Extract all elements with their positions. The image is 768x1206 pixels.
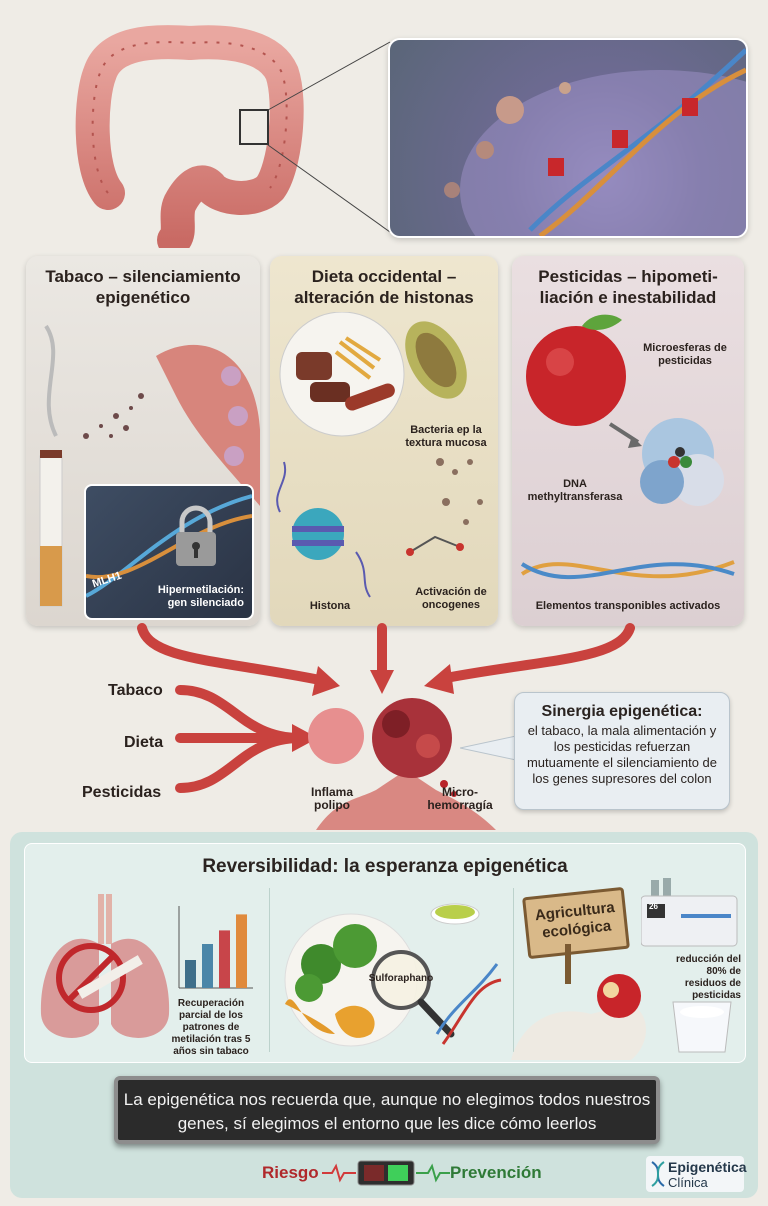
histone-icon: [276, 461, 371, 598]
panel-dieta: Dieta occidental – alteración de histona…: [270, 256, 498, 626]
recovery-bar: [219, 930, 230, 988]
polyp-label: Inflama polipo: [310, 785, 353, 812]
device-tag: 26: [649, 902, 658, 911]
zoom-connector: [267, 41, 391, 233]
bacteria-icon: [405, 321, 467, 399]
residue-caption: reducción del 80% de residuos de pestici…: [675, 954, 741, 1001]
panel-pesticidas: Pesticidas – hipometi- liación e inestab…: [512, 256, 744, 626]
recovery-bar: [185, 960, 196, 988]
padlock-icon: [176, 505, 216, 566]
panel-pesticidas-title: Pesticidas – hipometi- liación e inestab…: [538, 267, 718, 307]
panel-tabaco: Tabaco – silenciamiento epigenético MLH1…: [26, 256, 260, 626]
microspheres-label: Microesferas de pesticidas: [643, 342, 727, 367]
no-smoking-icon: [56, 943, 143, 1013]
divider-right: [513, 888, 514, 1052]
oncogene-label: Activación de oncogenes: [415, 586, 487, 611]
reversibility-panel: Reversibilidad: la esperanza epigenética…: [24, 843, 746, 1063]
convergence-arrows: [137, 623, 635, 793]
magnifier-icon: [371, 950, 455, 1038]
closing-quote: La epigenética nos recuerda que, aunque …: [114, 1076, 660, 1144]
prevention-label: Prevención: [450, 1163, 542, 1182]
dna-logo-icon: [651, 1161, 665, 1187]
tumor-illustration: [308, 698, 496, 830]
input-label-tabaco: Tabaco: [108, 682, 163, 699]
lungs-caption: Recuperación parcial de los patrones de …: [171, 998, 251, 1057]
water-glass-icon: [672, 1001, 732, 1053]
broccoli-plate-icon: [284, 903, 502, 1047]
dnmt-enzyme-icon: [640, 418, 724, 506]
sign-label: Agricultura ecológica: [534, 898, 616, 942]
input-label-dieta: Dieta: [124, 734, 164, 751]
hemorrhage-label: Micro- hemorragía: [427, 785, 493, 812]
risk-label: Riesgo: [262, 1163, 319, 1182]
dna-helix-icon: [444, 48, 746, 236]
cell-zoom-view: [388, 38, 748, 238]
reversibility-title: Reversibilidad: la esperanza epigenética: [202, 856, 568, 877]
methylation-caption: Hipermetilación: gen silenciado: [157, 584, 244, 609]
recovery-bar-chart: [178, 906, 253, 989]
recovery-bar: [202, 944, 213, 988]
synergy-box: Sinergia epigenética: el tabaco, la mala…: [514, 692, 730, 810]
gloved-hand-apple-icon: [511, 944, 646, 1060]
histone-label: Histona: [309, 600, 351, 612]
brand-line1: Epigenética: [668, 1159, 747, 1175]
divider-left: [269, 888, 270, 1052]
risk-prevention-toggle[interactable]: [322, 1158, 450, 1188]
synergy-body: el tabaco, la mala alimentación y los pe…: [526, 723, 718, 786]
lungs-icon: [40, 894, 170, 1038]
synergy-pointer: [460, 735, 517, 761]
apple-icon: [520, 314, 735, 580]
panel-tabaco-title: Tabaco – silenciamiento epigenético: [45, 267, 241, 307]
green-tea-icon: [430, 903, 480, 925]
dnmt-label: DNA methyltransferasa: [527, 478, 623, 503]
synergy-title: Sinergia epigenética:: [541, 703, 703, 720]
transposon-label: Elementos transponibles activados: [535, 600, 721, 612]
panel-dieta-title: Dieta occidental – alteración de histona…: [294, 267, 474, 307]
sulforaphane-label: Sulforaphano: [368, 973, 434, 984]
input-label-pesticidas: Pesticidas: [82, 784, 162, 801]
food-plate-icon: [276, 312, 483, 598]
lab-analyzer-icon: [641, 878, 738, 947]
colon-illustration: [75, 25, 304, 248]
brand-logo: Epigenética Clínica: [646, 1156, 747, 1192]
recovery-bar: [236, 914, 247, 988]
brand-line2: Clínica: [668, 1175, 708, 1190]
cigarette-icon: [39, 324, 260, 607]
methylation-inset: MLH1 Hipermetilación: gen silenciado: [84, 484, 254, 620]
bacteria-label: Bacteria ep la textura mucosa: [405, 424, 487, 449]
